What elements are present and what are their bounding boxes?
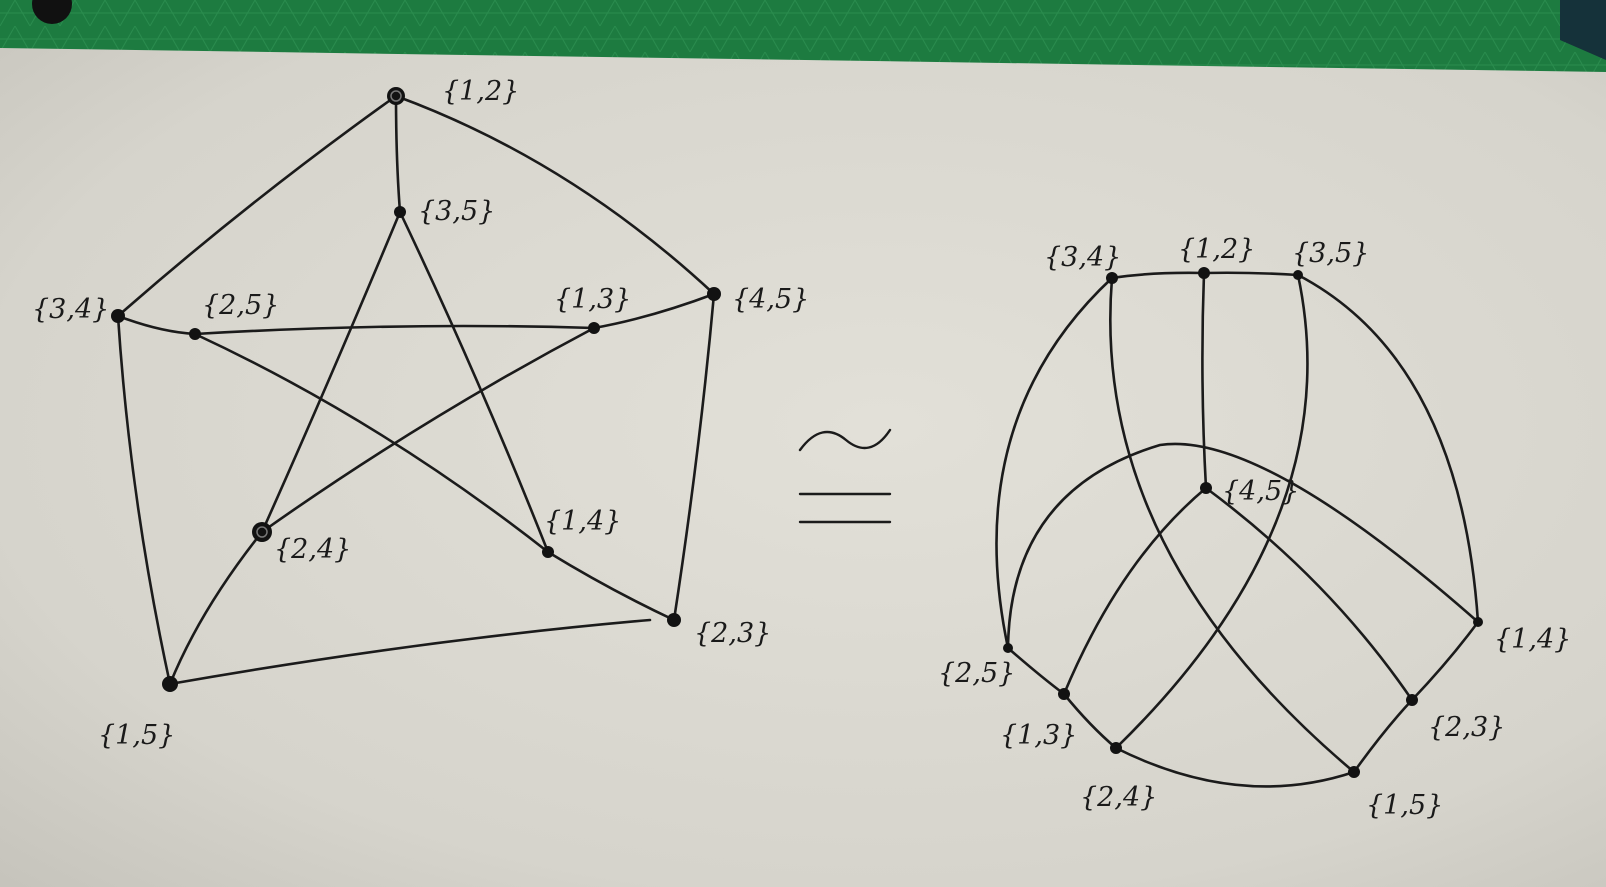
r-vertex-14 xyxy=(1473,617,1483,627)
r-label-25: {2,5} xyxy=(938,658,1015,689)
label-45: {4,5} xyxy=(732,284,809,315)
label-35: {3,5} xyxy=(418,196,495,227)
edge-34-25 xyxy=(116,314,197,336)
label-14: {1,4} xyxy=(544,506,621,537)
r-label-34: {3,4} xyxy=(1044,242,1121,273)
r-vertex-25 xyxy=(1003,643,1013,653)
edge-45-23 xyxy=(672,292,716,622)
mat-shadow-corner xyxy=(1560,0,1606,60)
edge-13-24 xyxy=(260,326,596,534)
edge-r-34-25 xyxy=(995,276,1114,650)
edge-23-14 xyxy=(546,550,676,622)
label-12: {1,2} xyxy=(442,76,519,107)
vertex-13 xyxy=(588,322,600,334)
label-34: {3,4} xyxy=(32,294,109,325)
edge-r-12-35 xyxy=(1202,271,1300,277)
label-15: {1,5} xyxy=(98,720,175,751)
edge-25-13 xyxy=(193,324,596,336)
vertex-24-ring xyxy=(256,526,268,538)
r-vertex-12 xyxy=(1198,267,1210,279)
vertex-34 xyxy=(111,309,125,323)
vertex-35 xyxy=(394,206,406,218)
edge-12-34 xyxy=(116,94,398,318)
edge-r-24-15 xyxy=(1114,746,1356,788)
vertex-23 xyxy=(667,613,681,627)
vertex-45 xyxy=(707,287,721,301)
label-13: {1,3} xyxy=(554,284,631,315)
vertex-15 xyxy=(162,676,178,692)
right-graph: {3,4} {1,2} {3,5} {4,5} {2,5} {1,4} {1,3… xyxy=(938,234,1571,821)
vertex-14 xyxy=(542,546,554,558)
edge-r-45-13 xyxy=(1062,486,1208,696)
r-vertex-35 xyxy=(1293,270,1303,280)
edge-35-24 xyxy=(260,210,402,534)
r-vertex-34 xyxy=(1106,272,1118,284)
vertex-24 xyxy=(252,522,272,542)
r-label-12: {1,2} xyxy=(1178,234,1255,265)
edge-15-24 xyxy=(168,530,264,686)
r-label-14: {1,4} xyxy=(1494,624,1571,655)
edge-r-34-12 xyxy=(1110,271,1206,280)
label-23: {2,3} xyxy=(694,618,771,649)
r-vertex-23 xyxy=(1406,694,1418,706)
label-24: {2,4} xyxy=(274,534,351,565)
isomorphism-symbol xyxy=(798,428,892,524)
vertex-12 xyxy=(387,87,405,105)
r-label-35: {3,5} xyxy=(1292,238,1369,269)
r-label-45: {4,5} xyxy=(1222,476,1299,507)
edge-r-25-14 xyxy=(1006,442,1480,650)
edge-r-35-14 xyxy=(1296,273,1480,624)
edge-r-13-24 xyxy=(1062,692,1118,750)
r-vertex-13 xyxy=(1058,688,1070,700)
edge-25-14 xyxy=(193,332,550,554)
r-label-15: {1,5} xyxy=(1366,790,1443,821)
edge-r-15-23 xyxy=(1352,698,1414,774)
edge-r-34-15 xyxy=(1109,276,1356,774)
edge-45-13 xyxy=(592,292,716,330)
edge-23-15 xyxy=(168,618,652,686)
r-vertex-45 xyxy=(1200,482,1212,494)
edge-12-45 xyxy=(394,94,716,296)
edge-12-35 xyxy=(394,94,402,214)
paper-sheet xyxy=(0,48,1606,887)
vertex-12-ring xyxy=(390,90,402,102)
edge-r-12-45 xyxy=(1201,271,1208,490)
label-25: {2,5} xyxy=(202,290,279,321)
iso-tilde xyxy=(798,428,892,452)
edge-35-14 xyxy=(398,210,550,554)
edge-r-45-23 xyxy=(1204,486,1414,702)
left-graph: {1,2} {3,5} {3,4} {2,5} {1,3} {4,5} {2,4… xyxy=(32,76,809,751)
edge-r-35-24 xyxy=(1114,273,1309,750)
edge-15-34 xyxy=(116,314,172,686)
vertex-25 xyxy=(189,328,201,340)
r-vertex-15 xyxy=(1348,766,1360,778)
r-vertex-24 xyxy=(1110,742,1122,754)
r-label-13: {1,3} xyxy=(1000,720,1077,751)
mat-hole xyxy=(32,0,72,24)
edge-r-23-14 xyxy=(1410,620,1480,702)
r-label-23: {2,3} xyxy=(1428,712,1505,743)
r-label-24: {2,4} xyxy=(1080,782,1157,813)
